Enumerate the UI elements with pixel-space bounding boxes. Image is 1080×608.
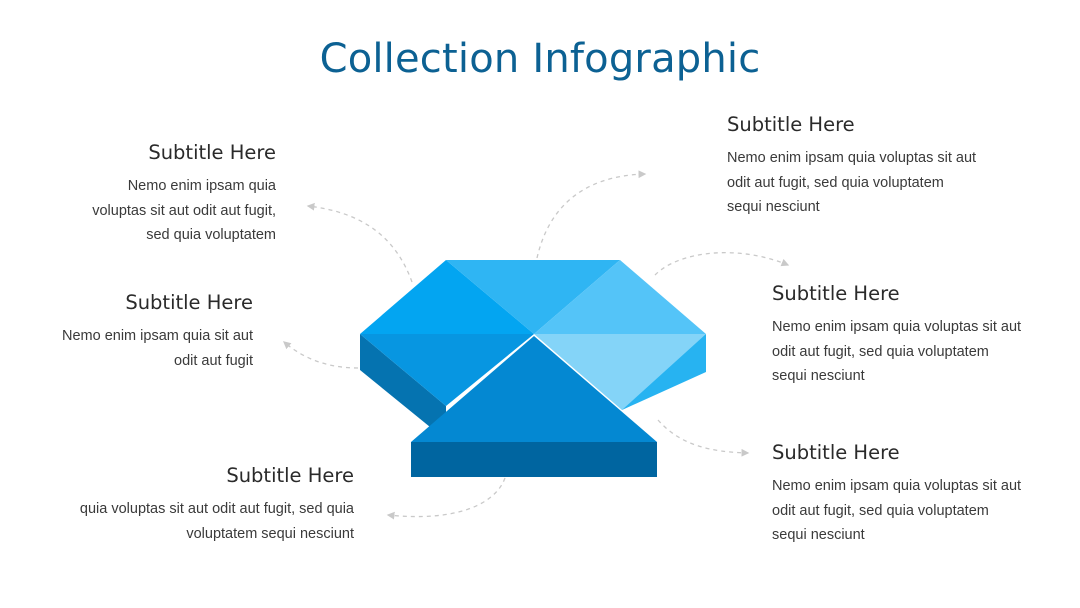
connector-arrow-6 [657, 419, 750, 457]
front-base [411, 442, 657, 477]
info-block-subtitle: Subtitle Here [226, 464, 354, 487]
connector-arrow-1 [306, 202, 413, 283]
info-block-body: Nemo enim ipsam quia sit aut odit aut fu… [62, 328, 253, 369]
info-block-subtitle: Subtitle Here [727, 113, 855, 136]
info-block-2: Subtitle Here Nemo enim ipsam quia sit a… [62, 291, 253, 373]
info-block-6: Subtitle Here Nemo enim ipsam quia volup… [772, 441, 1021, 548]
connector-arrow-4 [536, 170, 647, 259]
info-block-4: Subtitle Here Nemo enim ipsam quia volup… [727, 113, 976, 220]
info-block-subtitle: Subtitle Here [148, 141, 276, 164]
hexagon-shape [360, 260, 706, 477]
info-block-body: Nemo enim ipsam quia voluptas sit aut od… [727, 150, 977, 215]
hexagon-face-mid-right [534, 334, 706, 410]
hexagon-face-mid-left [360, 334, 534, 406]
front-triangle [411, 336, 657, 442]
page-title: Collection Infographic [319, 36, 761, 82]
info-block-body: Nemo enim ipsam quia voluptas sit aut od… [772, 319, 1022, 384]
info-block-body: quia voluptas sit aut odit aut fugit, se… [79, 501, 354, 542]
hexagon-face-top-right [534, 260, 706, 334]
info-block-body: Nemo enim ipsam quia voluptas sit aut od… [772, 478, 1022, 543]
connector-arrow-3 [386, 477, 506, 520]
info-block-3: Subtitle Here quia voluptas sit aut odit… [80, 464, 354, 546]
hexagon-face-top-mid [446, 260, 620, 334]
connector-arrow-2 [283, 341, 359, 369]
info-block-1: Subtitle Here Nemo enim ipsam quia volup… [92, 141, 276, 248]
info-block-subtitle: Subtitle Here [125, 291, 253, 314]
info-block-body: Nemo enim ipsam quia voluptas sit aut od… [92, 178, 276, 243]
info-block-subtitle: Subtitle Here [772, 282, 900, 305]
hexagon-face-top-left [360, 260, 534, 334]
connector-arrow-5 [654, 252, 790, 276]
hexagon-side-left [360, 334, 446, 440]
info-block-5: Subtitle Here Nemo enim ipsam quia volup… [772, 282, 1021, 389]
info-block-subtitle: Subtitle Here [772, 441, 900, 464]
